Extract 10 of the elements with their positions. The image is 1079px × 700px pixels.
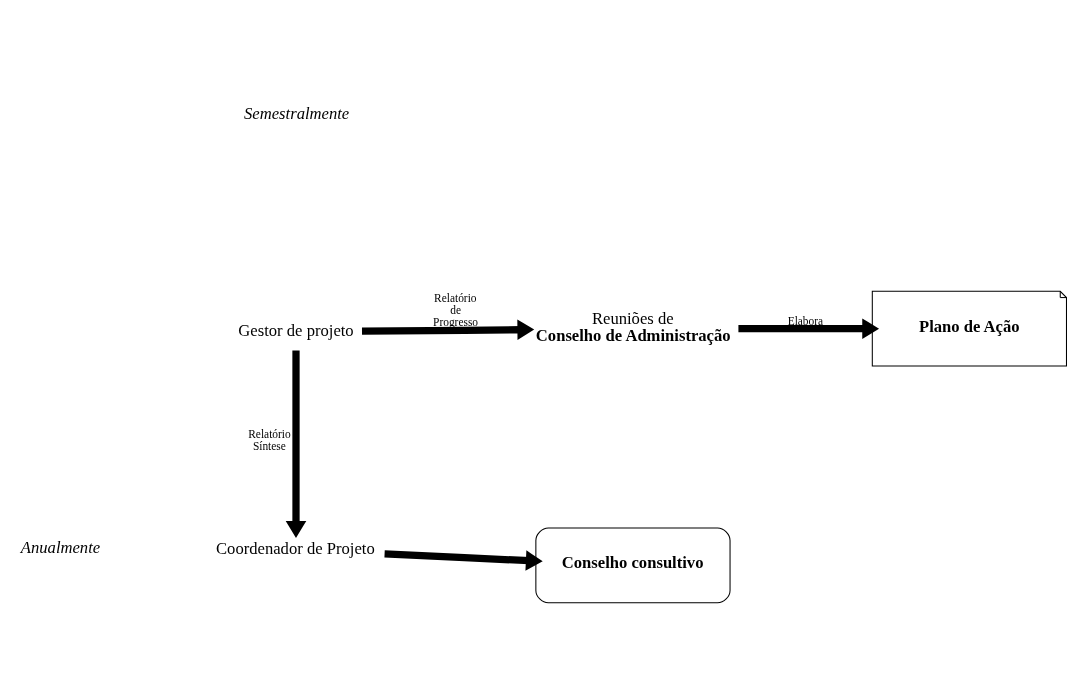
node-text: Gestor de projeto — [238, 320, 354, 340]
node-text: Reuniões de Conselho de Administração — [535, 309, 731, 345]
label: Semestralmente — [244, 103, 350, 123]
edge-label: Relatório de Progresso — [433, 291, 479, 329]
arrow — [361, 319, 535, 341]
node-text: Coordenador de Projeto — [216, 538, 375, 558]
node-box: Conselho consultivo — [535, 527, 731, 604]
label: Anualmente — [20, 537, 101, 557]
edge-label: Relatório Síntese — [248, 427, 291, 452]
edge-label: Elabora — [787, 315, 824, 328]
